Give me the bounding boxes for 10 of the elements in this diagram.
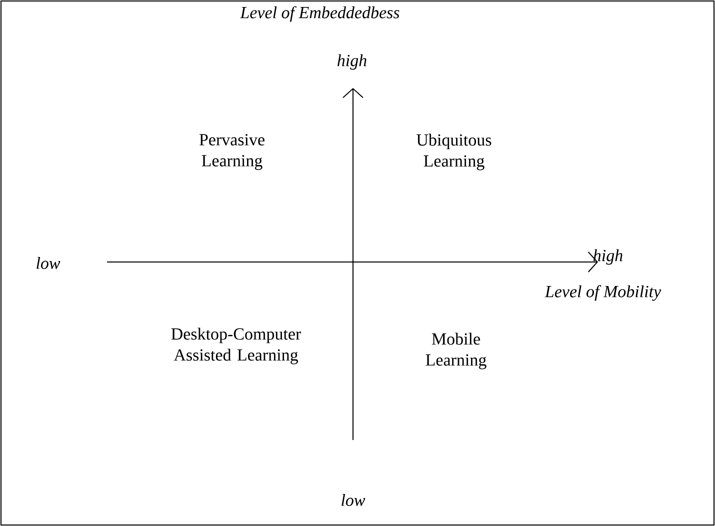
quadrant-label: Mobile Learning xyxy=(426,332,486,370)
axis-end-label: high xyxy=(594,249,622,265)
axis-end-label: high xyxy=(338,54,366,70)
quadrant-label: Pervasive Learning xyxy=(199,134,264,170)
quadrant-label: Ubiquitous Learning xyxy=(416,134,492,170)
axis-end-label: low xyxy=(36,257,60,269)
axis-end-label: low xyxy=(342,494,366,506)
axis-title: Level of Mobility xyxy=(544,285,662,301)
axis-title: Level of Embeddedbess xyxy=(240,6,400,22)
quadrant-label: Desktop-Computer Assisted Learning xyxy=(171,328,301,364)
